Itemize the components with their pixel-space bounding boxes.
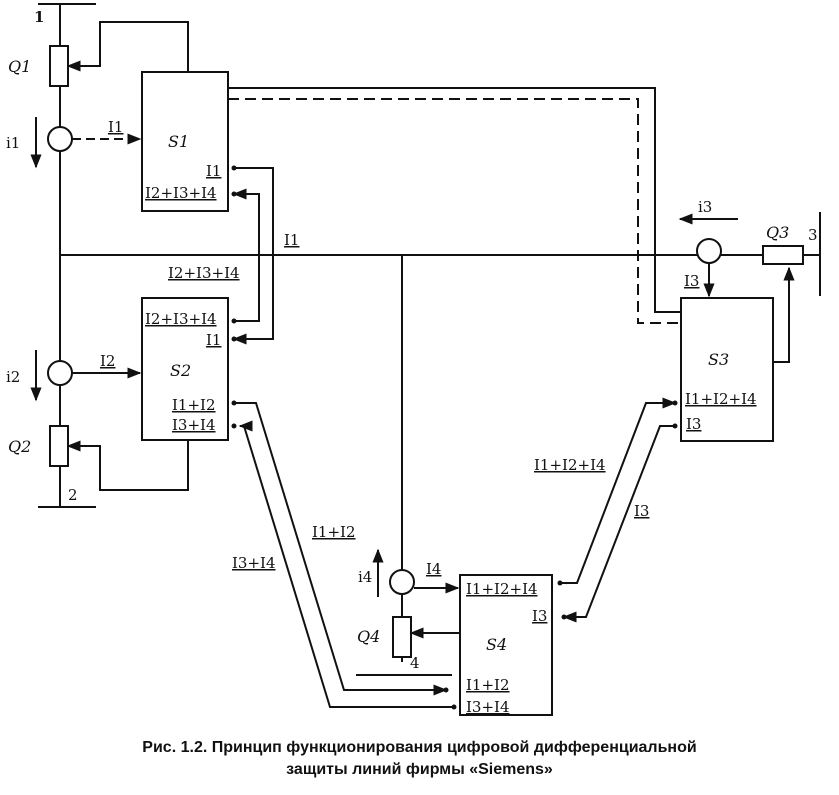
block-s4 xyxy=(459,574,553,716)
breaker-q4 xyxy=(392,616,412,658)
node-2-label: 2 xyxy=(68,486,78,504)
s4-input-label: I4 xyxy=(426,560,441,578)
ct-1 xyxy=(47,126,73,152)
node-4-label: 4 xyxy=(410,654,420,672)
s3-s4-a-label: I1+I2+I4 xyxy=(534,456,606,474)
caption-line-2: защиты линий фирмы «Siemens» xyxy=(286,761,553,778)
node-1-label: 1 xyxy=(34,8,44,26)
s2-input-label: I2 xyxy=(100,352,115,370)
port-dot xyxy=(231,400,237,406)
port-dot xyxy=(231,318,237,324)
s4-port-d-label: I3+I4 xyxy=(466,698,510,716)
breaker-q2-label: Q2 xyxy=(8,437,31,456)
port-dot xyxy=(443,687,449,693)
figure-caption: Рис. 1.2. Принцип функционирования цифро… xyxy=(0,737,839,781)
port-dot xyxy=(557,580,563,586)
caption-line-1: Рис. 1.2. Принцип функционирования цифро… xyxy=(142,739,697,756)
breaker-q2 xyxy=(49,425,69,467)
s3-input-label: I3 xyxy=(684,272,699,290)
s4-port-c-label: I1+I2 xyxy=(466,676,510,694)
s1-input-label: I1 xyxy=(108,118,123,136)
block-s3-title: S3 xyxy=(708,350,729,369)
ct1-current-label: i1 xyxy=(6,134,20,152)
breaker-q3-label: Q3 xyxy=(766,223,789,242)
breaker-q4-label: Q4 xyxy=(357,627,380,646)
s1-port-out-label: I1 xyxy=(206,162,221,180)
link-s4-s3-a xyxy=(560,397,677,584)
block-s4-title: S4 xyxy=(486,635,507,654)
s1-port-in-label: I2+I3+I4 xyxy=(145,184,217,202)
s4-port-b-label: I3 xyxy=(532,607,547,625)
breaker-q1 xyxy=(49,45,69,87)
ct-3 xyxy=(696,238,722,264)
block-s2 xyxy=(141,297,229,441)
trip-q3 xyxy=(773,266,795,363)
link-s1-s3-solid xyxy=(228,87,681,313)
block-s1 xyxy=(141,71,229,212)
s2-port-in-top-label: I2+I3+I4 xyxy=(145,310,217,328)
s3-s4-b-label: I3 xyxy=(634,502,649,520)
port-dot xyxy=(561,614,567,620)
breaker-q1-label: Q1 xyxy=(8,57,31,76)
ct-4 xyxy=(389,569,415,595)
node-3-label: 3 xyxy=(808,226,818,244)
link-s1-s3-dashed xyxy=(228,98,681,324)
port-dot xyxy=(451,704,457,710)
s2-port-a-label: I1+I2 xyxy=(172,396,216,414)
line-sum-label: I2+I3+I4 xyxy=(168,264,240,282)
s3-port-b-label: I3 xyxy=(686,415,701,433)
link-s4-s2-b xyxy=(238,420,454,708)
s3-port-a-label: I1+I2+I4 xyxy=(685,390,757,408)
s2-s4-b-label: I3+I4 xyxy=(232,554,276,572)
ct2-current-label: i2 xyxy=(6,368,20,386)
link-s1-s2-i1 xyxy=(232,167,274,345)
port-dot xyxy=(672,423,678,429)
ct-2 xyxy=(47,360,73,386)
ct4-current-label: i4 xyxy=(358,568,372,586)
port-dot xyxy=(672,400,678,406)
port-dot xyxy=(231,423,237,429)
port-dot xyxy=(231,165,237,171)
ct3-current-label: i3 xyxy=(698,198,712,216)
block-s2-title: S2 xyxy=(170,361,191,380)
trip-q1 xyxy=(66,21,189,72)
line-i1-label: I1 xyxy=(284,231,299,249)
s4-port-a-label: I1+I2+I4 xyxy=(466,580,538,598)
s2-port-b-label: I3+I4 xyxy=(172,416,216,434)
link-s3-s4-b xyxy=(562,425,675,623)
link-s2-s4-a xyxy=(234,402,448,696)
block-s1-title: S1 xyxy=(168,132,189,151)
port-dot xyxy=(231,336,237,342)
link-s2-s1-sum xyxy=(232,188,260,322)
block-s3 xyxy=(680,297,774,442)
port-dot xyxy=(231,191,237,197)
s2-port-out-top-label: I1 xyxy=(206,331,221,349)
breaker-q3 xyxy=(762,245,804,265)
trip-q2 xyxy=(66,440,189,491)
s2-s4-a-label: I1+I2 xyxy=(312,523,356,541)
